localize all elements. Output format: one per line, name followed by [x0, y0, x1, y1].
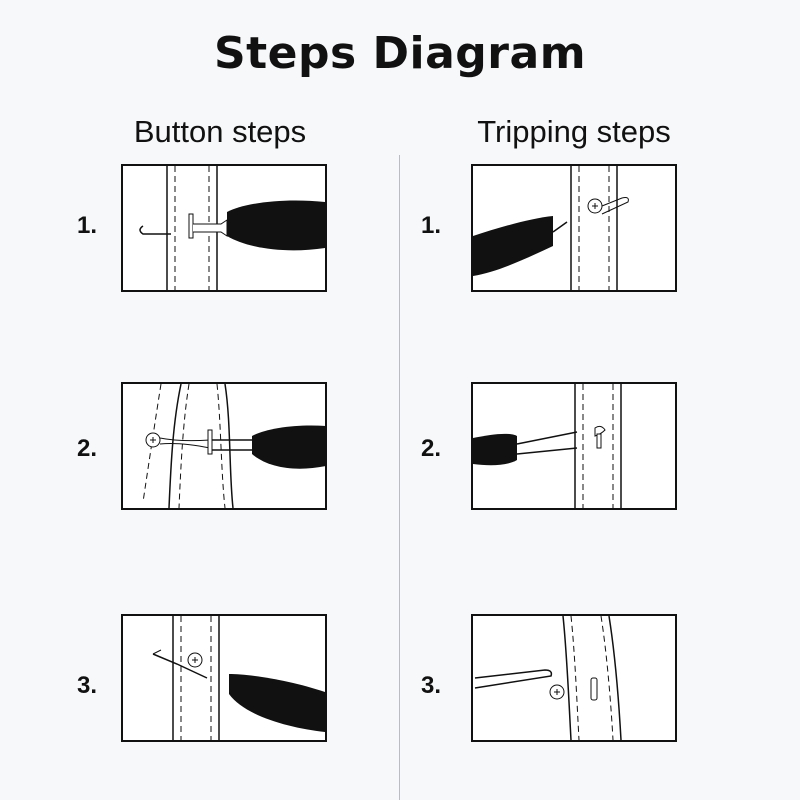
tripping-step-3-number: 3.: [421, 672, 442, 699]
tripping-step-3-panel: [471, 614, 677, 742]
tripping-step-2-panel: [471, 382, 677, 510]
button-step-1-number: 1.: [77, 212, 98, 239]
button-step-3-panel: [121, 614, 327, 742]
tripping-step-2-number: 2.: [421, 435, 442, 462]
button-step-2-panel: [121, 382, 327, 510]
tripping-step-1-panel: [471, 164, 677, 292]
button-step-1-panel: [121, 164, 327, 292]
column-divider: [399, 155, 400, 800]
page-title: Steps Diagram: [213, 28, 587, 79]
button-step-3-number: 3.: [77, 672, 98, 699]
button-steps-heading: Button steps: [133, 114, 307, 149]
button-step-2-number: 2.: [77, 435, 98, 462]
tripping-step-1-number: 1.: [421, 212, 442, 239]
tripping-steps-heading: Tripping steps: [477, 114, 671, 149]
